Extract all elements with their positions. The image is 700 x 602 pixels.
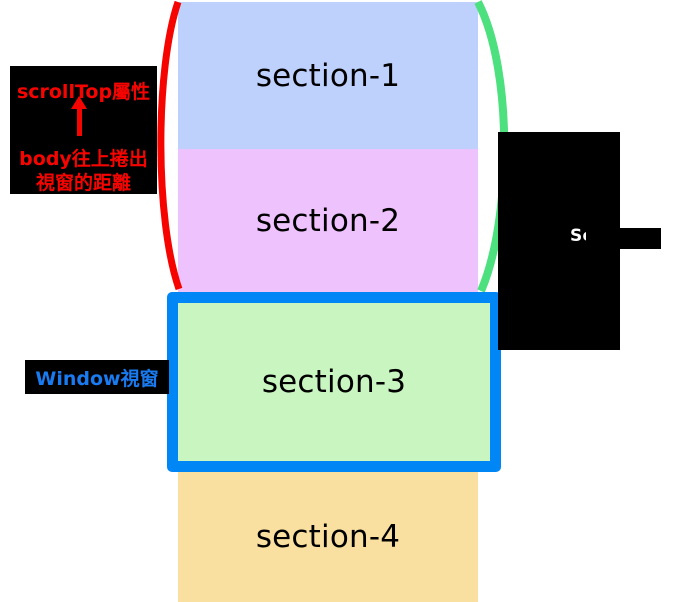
left-extent-arc [157, 0, 183, 291]
section-block-3-viewport: section-3 [167, 292, 501, 472]
scrolltop-description-line-2: 視窗的距離 [35, 172, 131, 194]
window-viewport-label-text: Window視窗 [35, 367, 159, 390]
window-viewport-label: Window視窗 [25, 360, 169, 394]
section-1-label: section-1 [255, 57, 401, 94]
section-block-4: section-4 [178, 472, 478, 602]
scrolltop-description-line-1: body往上捲出 [19, 148, 148, 170]
right-annotation-redaction-bar [586, 228, 661, 249]
section-4-label: section-4 [255, 519, 401, 555]
right-annotation-redaction-bar-2 [572, 246, 620, 255]
section-block-2: section-2 [178, 149, 478, 292]
scrolltop-title: scrollTop屬性 [16, 81, 151, 103]
scrolltop-annotation: scrollTop屬性 body往上捲出 視窗的距離 [10, 66, 157, 194]
section-3-label: section-3 [261, 364, 407, 400]
up-arrow-icon [71, 96, 87, 136]
section-block-1: section-1 [178, 2, 478, 149]
section-2-label: section-2 [255, 202, 401, 239]
